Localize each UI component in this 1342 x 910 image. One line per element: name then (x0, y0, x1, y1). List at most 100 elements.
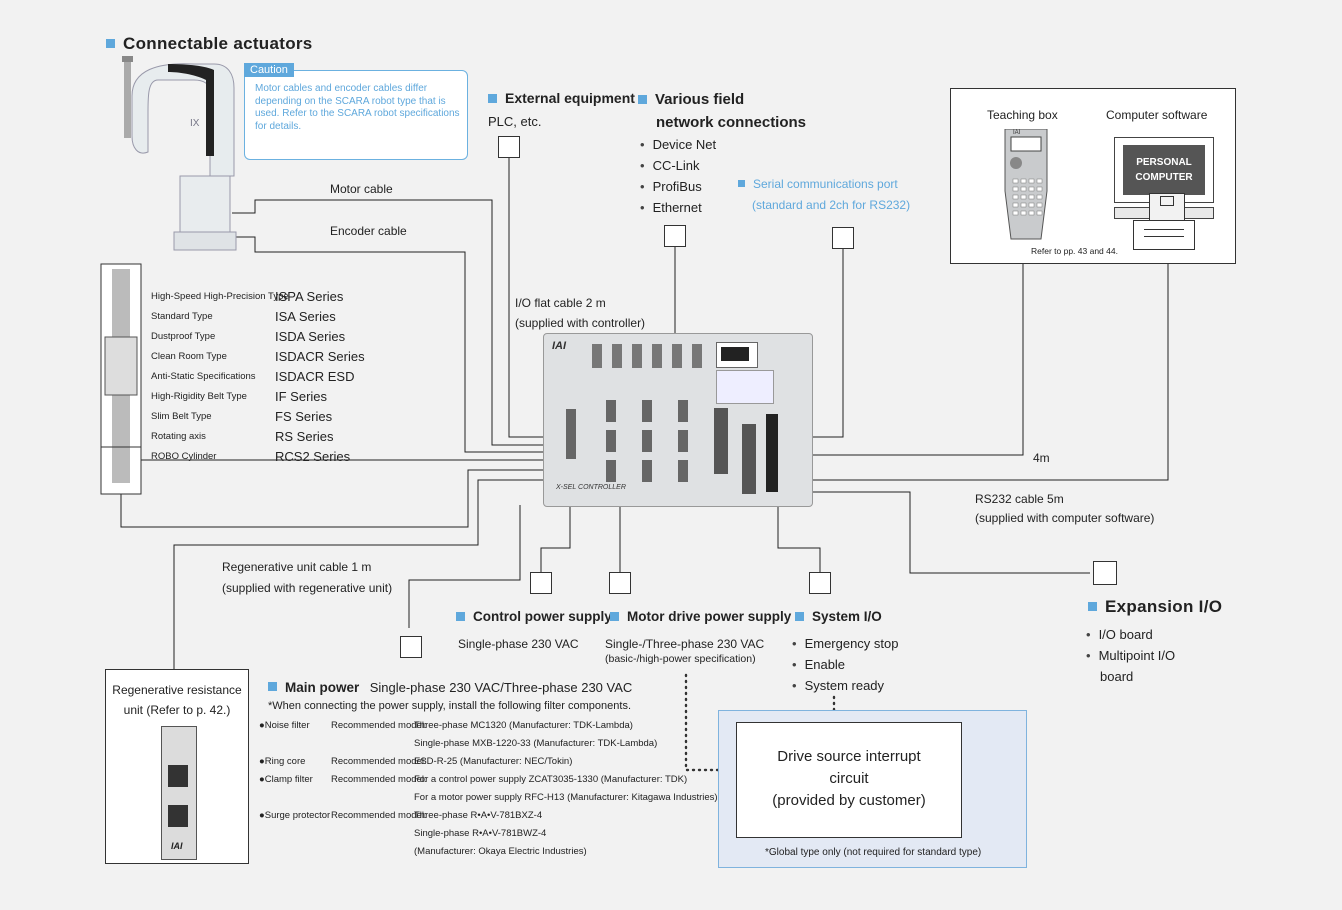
controller-driver-slot (678, 400, 696, 484)
list-item: Enable (792, 654, 899, 675)
list-item: Device Net (640, 134, 717, 155)
caution-tag: Caution (244, 63, 294, 77)
controller-unit: IAI X-SEL CONTROLLER (543, 333, 813, 507)
regen-cable-label: Regenerative unit cable 1 m(supplied wit… (222, 560, 393, 595)
teaching-pendant-image (1004, 129, 1048, 240)
cable-4m-label: 4m (1033, 451, 1050, 465)
main-power-note: *When connecting the power supply, insta… (268, 700, 631, 712)
controller-power-connector (714, 408, 728, 474)
external-equipment-sub: PLC, etc. (488, 114, 542, 129)
list-item: ProfiBus (640, 176, 716, 197)
expansion-io-port (1093, 561, 1117, 585)
motor-power-sub: Single-/Three-phase 230 VAC(basic-/high-… (605, 637, 765, 665)
svg-text:IX: IX (190, 118, 200, 129)
field-network-list: Device Net CC-Link ProfiBus Ethernet (640, 134, 717, 218)
system-io-port (809, 572, 831, 594)
serial-port-label: Serial communications port (standard and… (738, 174, 910, 216)
field-network-title: Various field network connections (638, 88, 806, 134)
bullet-square-icon (456, 611, 465, 621)
control-power-port (530, 572, 552, 594)
list-item: board (1100, 669, 1134, 684)
controller-panel-cover (716, 370, 774, 404)
connectable-actuators-title: Connectable actuators (106, 34, 313, 54)
controller-top-connectors (592, 344, 702, 370)
list-item: System ready (792, 675, 899, 696)
manual-icon (1133, 220, 1195, 250)
scara-robot-image: IX (122, 56, 237, 251)
motor-power-title: Motor drive power supply (610, 609, 791, 624)
controller-brand: IAI (552, 340, 567, 352)
bullet-square-icon (268, 682, 277, 692)
motor-power-port (609, 572, 631, 594)
motor-cable-label: Motor cable (330, 182, 393, 196)
caution-note: Caution Motor cables and encoder cables … (244, 63, 468, 160)
interrupt-note: *Global type only (not required for stan… (765, 847, 982, 858)
main-power-port (400, 636, 422, 658)
external-equipment-port (498, 136, 520, 158)
system-io-list: Emergency stop Enable System ready (792, 633, 899, 696)
bullet-square-icon (488, 93, 497, 103)
bullet-square-icon (795, 611, 804, 621)
list-item: Multipoint I/O (1086, 645, 1176, 666)
bullet-square-icon (106, 39, 115, 49)
floppy-disk-icon (1149, 193, 1185, 223)
regen-unit-image: IAI (161, 726, 197, 860)
system-io-title: System I/O (795, 609, 882, 624)
expansion-io-title: Expansion I/O (1088, 597, 1222, 617)
controller-serial-connector (742, 424, 756, 494)
controller-display (716, 342, 758, 368)
pendant-brand: IAI (1013, 130, 1021, 136)
list-item: Emergency stop (792, 633, 899, 654)
motor-cable-wire (232, 199, 547, 446)
main-power-spec: Single-phase 230 VAC/Three-phase 230 VAC (369, 680, 633, 695)
linear-actuator-image (100, 263, 142, 495)
table-row: Single-phase R•A•V-781BWZ-4 (414, 828, 547, 839)
teaching-pc-panel: Teaching box Computer software IAI PERSO… (950, 88, 1236, 264)
teaching-ref-note: Refer to pp. 43 and 44. (1031, 246, 1118, 256)
control-power-title: Control power supply (456, 609, 612, 624)
encoder-cable-label: Encoder cable (330, 224, 407, 238)
computer-software-label: Computer software (1106, 108, 1208, 122)
caution-text: Motor cables and encoder cables differ d… (255, 83, 460, 132)
controller-driver-slot (606, 400, 624, 484)
list-item: CC-Link (640, 155, 716, 176)
table-row: (Manufacturer: Okaya Electric Industries… (414, 846, 587, 857)
list-item: Ethernet (640, 197, 716, 218)
teaching-box-label: Teaching box (987, 108, 1058, 122)
bullet-square-icon (1088, 602, 1097, 612)
table-row: For a motor power supply RFC-H13 (Manufa… (414, 792, 718, 803)
expansion-io-list: I/O board Multipoint I/O board (1086, 624, 1176, 687)
controller-label: X-SEL CONTROLLER (556, 484, 626, 491)
io-flat-cable-label: I/O flat cable 2 m(supplied with control… (515, 296, 646, 330)
regen-unit-brand: IAI (171, 841, 183, 851)
bullet-square-icon (610, 611, 619, 621)
controller-driver-slot (642, 400, 660, 484)
controller-io-port (566, 409, 576, 459)
field-network-port (664, 225, 686, 247)
main-power-title: Main power (285, 680, 360, 695)
bullet-square-icon (638, 94, 647, 104)
bullet-square-icon (738, 180, 745, 188)
